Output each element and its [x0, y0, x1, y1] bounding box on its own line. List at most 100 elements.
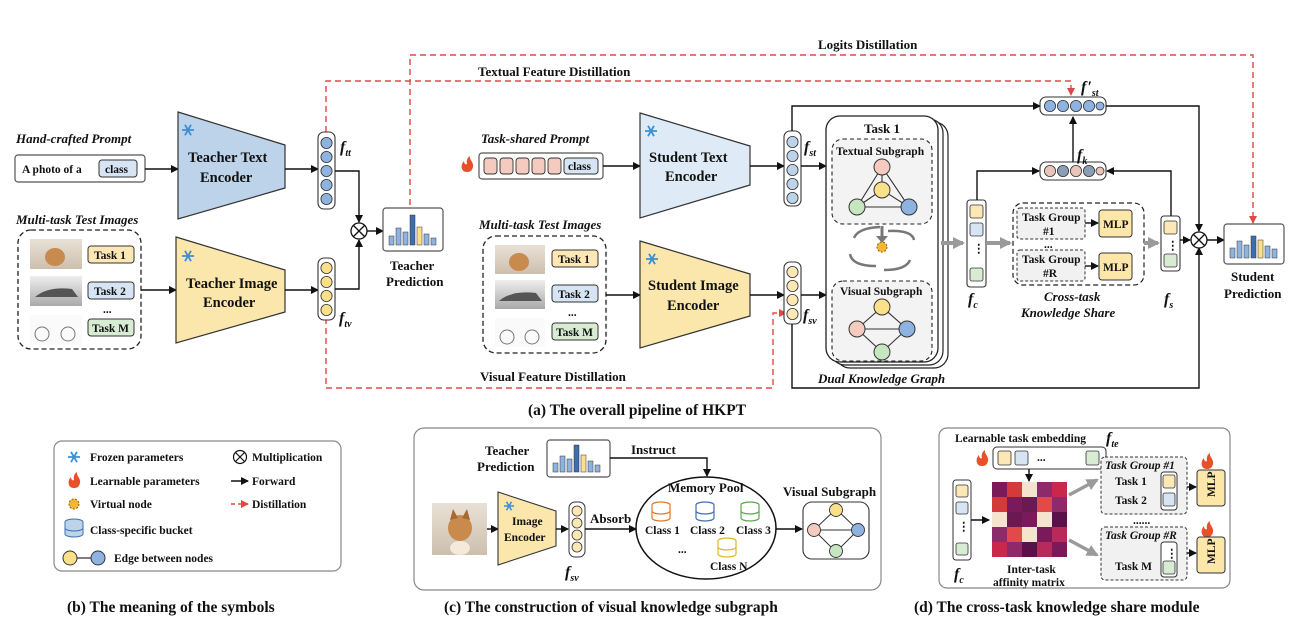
legend-learnable: Learnable parameters [90, 476, 200, 488]
panel-c-f-sv: fsv [565, 564, 579, 584]
panel-c-encoder-label-1: Image [512, 516, 543, 528]
snowflake-icon [646, 253, 658, 265]
caption-b: (b) The meaning of the symbols [67, 599, 275, 616]
student-task-ellipsis: ... [568, 307, 577, 319]
teacher-prediction-chart [382, 207, 444, 252]
panel-c-instruct: Instruct [631, 442, 676, 457]
f-s-feature: ⋮ [1160, 215, 1181, 272]
hand-crafted-prompt-box: A photo of a class [14, 154, 146, 183]
teacher-prediction-label-2: Prediction [386, 274, 444, 289]
textual-feature-distillation-label: Textual Feature Distillation [478, 64, 631, 79]
class-2-label: Class 2 [690, 525, 725, 537]
snowflake-icon [645, 125, 657, 137]
student-task-2: Task 2 [558, 289, 590, 301]
teacher-prediction-label-1: Teacher [390, 258, 435, 273]
dual-knowledge-graph: Task 1 Textual Subgraph Visual Subgraph [825, 115, 949, 369]
f-tv-label: ftv [339, 310, 352, 330]
panel-c-visual-subgraph-label: Visual Subgraph [783, 484, 877, 499]
cross-task-knowledge-share-module: Learnable task embedding fte ... ⋮ fc [938, 427, 1231, 589]
cross-task-group-r-label-b: #R [1043, 268, 1058, 280]
student-image-encoder-label-2: Encoder [667, 298, 720, 314]
caption-d: (d) The cross-task knowledge share modul… [914, 599, 1200, 616]
snowflake-icon [68, 451, 80, 463]
legend-multiplication: Multiplication [252, 452, 323, 464]
f-te-label: fte [1106, 430, 1119, 450]
learnable-task-embedding-label: Learnable task embedding [955, 433, 1086, 445]
legend-distillation: Distillation [252, 499, 307, 511]
f-s-ellipsis: ⋮ [1167, 239, 1179, 252]
logits-distillation-path: Logits Distillation [409, 37, 1257, 224]
f-sv-feature [783, 261, 802, 325]
task-embedding-ellipsis: ... [1037, 452, 1046, 464]
cross-task-mlp-r: MLP [1103, 262, 1129, 274]
student-text-encoder: Student Text Encoder [639, 112, 751, 219]
bucket-icon [64, 518, 84, 538]
teacher-task-1: Task 1 [94, 250, 126, 262]
multi-task-test-images-teacher-title: Multi-task Test Images [15, 212, 138, 227]
multiply-icon [1190, 231, 1208, 249]
panel-d-mlp-r: MLP [1206, 538, 1218, 564]
f-sv-label: fsv [803, 307, 817, 327]
panel-d-task-group-r: Task Group #R [1105, 530, 1177, 542]
panel-d-task-group-1: Task Group #1 [1105, 460, 1175, 472]
student-prediction-label-2: Prediction [1224, 286, 1282, 301]
caption-a: (a) The overall pipeline of HKPT [528, 402, 747, 419]
student-class-token: class [568, 161, 592, 173]
legend-frozen: Frozen parameters [90, 452, 184, 464]
f-c-ellipsis: ⋮ [973, 242, 985, 255]
teacher-task-ellipsis: ... [103, 304, 112, 316]
textual-feature-distillation-path: Textual Feature Distillation [325, 64, 1075, 132]
panel-c-teacher-label-2: Prediction [477, 459, 535, 474]
f-tv-feature [317, 257, 336, 321]
student-text-encoder-label-2: Encoder [665, 169, 718, 185]
legend-forward: Forward [252, 476, 296, 488]
visual-subgraph-label: Visual Subgraph [840, 286, 923, 298]
teacher-image-encoder-label-2: Encoder [203, 295, 256, 311]
bucket-icon [717, 537, 737, 558]
student-prediction-label-1: Student [1231, 269, 1275, 284]
panel-c-encoder-label-2: Encoder [504, 532, 546, 544]
student-image-encoder-label-1: Student Image [648, 278, 739, 294]
logits-distillation-label: Logits Distillation [818, 37, 918, 52]
prompt-text: A photo of a [22, 164, 82, 176]
cross-task-group-ellipsis: ... [1044, 239, 1053, 251]
f-c-feature: ⋮ [966, 199, 987, 288]
teacher-text-encoder: Teacher Text Encoder [177, 111, 286, 220]
task-shared-prompt-box: class [478, 152, 604, 180]
f-tt-label: ftt [340, 139, 352, 159]
class-ellipsis: ... [678, 544, 687, 556]
memory-pool [635, 476, 777, 580]
class-n-label: Class N [710, 561, 748, 573]
teacher-text-encoder-label-1: Teacher Text [188, 150, 268, 166]
affinity-matrix [992, 482, 1067, 557]
panel-d-gr-task-m: Task M [1115, 561, 1152, 573]
legend-panel: Frozen parameters Learnable parameters V… [53, 440, 342, 572]
flame-icon [461, 156, 474, 172]
cross-task-label-2: Knowledge Share [1020, 305, 1115, 320]
memory-pool-label: Memory Pool [668, 480, 744, 495]
f-st-feature [783, 130, 802, 207]
class-1-label: Class 1 [645, 525, 680, 537]
student-image-encoder: Student Image Encoder [639, 240, 751, 349]
hand-crafted-prompt-title: Hand-crafted Prompt [15, 131, 132, 146]
visual-subgraph-construction-panel: Teacher Prediction Instruct Image Encode… [413, 427, 882, 591]
f-c-label: fc [968, 291, 978, 311]
class-token: class [105, 164, 129, 176]
f-k-label: fk [1077, 147, 1087, 167]
cross-task-group-1-label-a: Task Group [1022, 212, 1081, 224]
panel-c-teacher-label-1: Teacher [485, 443, 530, 458]
panel-d-g1-task-2: Task 2 [1115, 495, 1147, 507]
dual-knowledge-graph-label: Dual Knowledge Graph [817, 371, 945, 386]
bucket-icon [651, 501, 671, 522]
cross-task-knowledge-share: Task Group #1 ... Task Group #R MLP MLP [1012, 202, 1145, 286]
teacher-image-encoder-label-1: Teacher Image [186, 276, 278, 292]
panel-d-g1-task-1: Task 1 [1115, 476, 1147, 488]
virtual-node-icon [68, 498, 80, 510]
cross-task-group-1-label-b: #1 [1043, 226, 1055, 238]
panel-c-absorb: Absorb [590, 511, 631, 526]
f-tt-feature [317, 131, 336, 210]
panel-d-fc-ellipsis: ⋮ [958, 520, 970, 533]
task-shared-prompt-title: Task-shared Prompt [481, 131, 590, 146]
edge-icon [62, 550, 106, 566]
